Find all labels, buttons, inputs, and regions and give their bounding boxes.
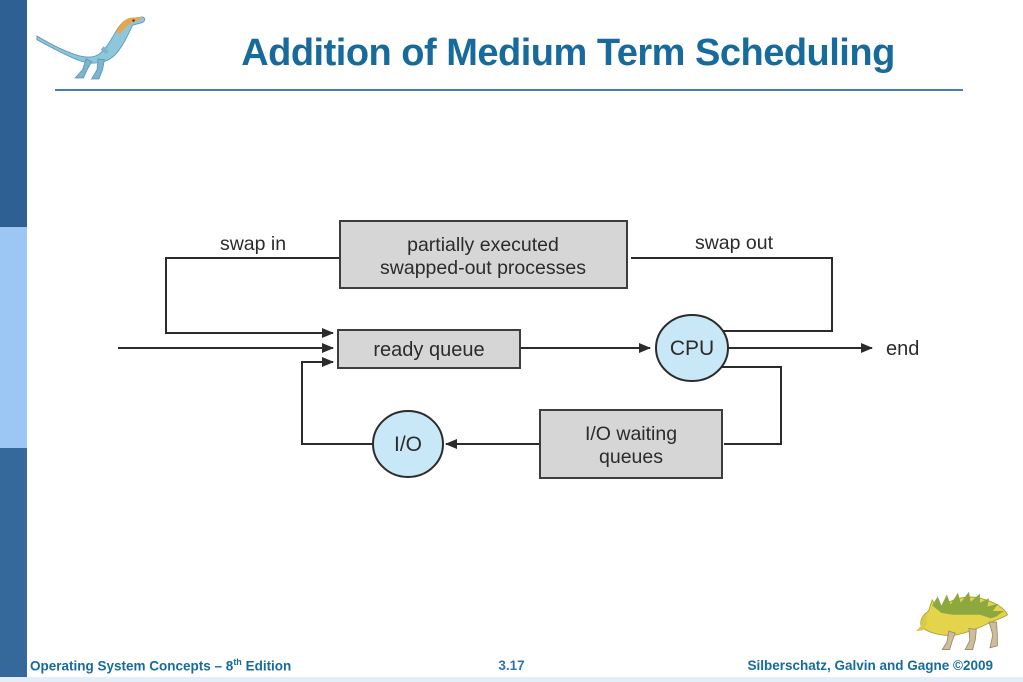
swap-in-line (165, 257, 340, 338)
io-waiting-label-line1: I/O waiting (585, 423, 677, 445)
footer-book-title-text: Operating System Concepts – 8 (30, 658, 234, 673)
cpu-to-io-queue-line (720, 366, 782, 445)
io-label: I/O (394, 433, 422, 456)
swapped-out-box-label-line1: partially executed (407, 234, 559, 256)
slide-number: 3.17 (498, 658, 525, 673)
bottom-edge-strip (0, 677, 1023, 682)
ready-queue-box (337, 329, 521, 369)
footer-authors: Silberschatz, Galvin and Gagne ©2009 (747, 658, 993, 673)
footer-book-title-sup: th (233, 656, 242, 667)
io-node (372, 410, 444, 478)
end-label: end (886, 338, 919, 360)
sidebar-band-medium (0, 448, 27, 677)
sidebar-band-dark (0, 0, 27, 227)
swap-in-label: swap in (220, 233, 286, 255)
swapped-out-box (339, 220, 628, 289)
dinosaur-logo-icon (36, 16, 146, 80)
io-waiting-label-line2: queues (599, 446, 663, 468)
cpu-node (655, 314, 729, 382)
sidebar-band-light (0, 227, 27, 448)
cpu-label: CPU (670, 337, 714, 360)
io-return-line (301, 357, 373, 445)
footer-book-title: Operating System Concepts – 8th Edition (30, 657, 291, 674)
dinosaur-mascot-icon (915, 591, 1009, 651)
page-title: Addition of Medium Term Scheduling (241, 32, 895, 74)
swap-out-line (631, 257, 833, 332)
ready-queue-label: ready queue (373, 339, 484, 361)
io-waiting-queues-box (539, 409, 723, 479)
swapped-out-box-label-line2: swapped-out processes (380, 257, 586, 279)
swap-out-label: swap out (695, 232, 774, 254)
title-underline (55, 89, 963, 91)
footer-book-title-suffix: Edition (241, 658, 292, 673)
